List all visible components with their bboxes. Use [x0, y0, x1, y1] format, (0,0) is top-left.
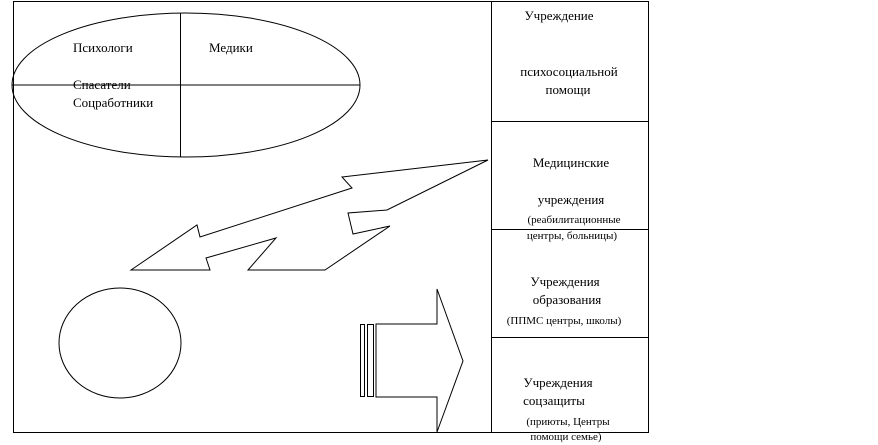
institution-psychosocial: Учреждение психосоциальной помощи [520, 8, 617, 97]
outer-frame [13, 1, 649, 433]
institution-social-line-1: Учреждения [523, 375, 592, 390]
striped-arrow-stripe-1 [360, 324, 365, 397]
team-label-medics: Медики [209, 40, 253, 55]
institution-medical-line-3: (реабилитационные [527, 214, 620, 226]
institution-medical: Медицинские учреждения (реабилитационные… [527, 155, 621, 242]
team-label-social-workers: Соцработники [73, 95, 153, 110]
institution-social-line-3: (приюты, Центры [526, 416, 610, 428]
institution-education-line-1: Учреждения [530, 274, 599, 289]
institution-education: Учреждения образования (ППМС центры, шко… [507, 274, 622, 327]
institution-psychosocial-line-1: Учреждение [524, 8, 593, 23]
institution-psychosocial-line-3: помощи [546, 82, 591, 97]
team-label-rescuers: Спасатели [73, 77, 131, 92]
block-arrow-right [375, 288, 464, 433]
institution-psychosocial-line-2: психосоциальной [520, 64, 617, 79]
institution-education-line-2: образования [533, 292, 602, 307]
institution-medical-line-4: центры, больницы) [527, 230, 617, 242]
institution-social-protection: Учреждения соцзащиты (приюты, Центры пом… [523, 375, 610, 443]
institution-education-line-3: (ППМС центры, школы) [507, 315, 622, 327]
institution-social-line-4: помощи семье) [530, 431, 602, 443]
double-headed-broken-arrow [129, 159, 489, 271]
institution-medical-line-1: Медицинские [533, 155, 609, 170]
striped-arrow-stripe-2 [367, 324, 374, 397]
institution-medical-line-2: учреждения [538, 192, 605, 207]
institution-social-line-2: соцзащиты [523, 393, 585, 408]
circle-shape [58, 287, 182, 399]
team-label-psychologists: Психологи [73, 40, 133, 55]
